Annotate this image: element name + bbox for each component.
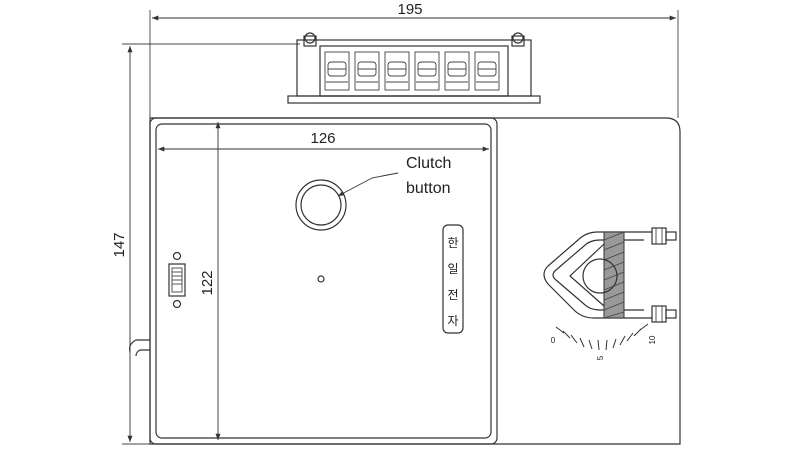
terminal-6 xyxy=(474,51,500,91)
clutch-callout: Clutch button xyxy=(337,155,451,197)
clutch-button xyxy=(295,179,347,231)
terminal-4 xyxy=(414,51,440,91)
nameplate-char-1: 한 xyxy=(447,236,458,250)
overall-height-dimension: 147 xyxy=(111,43,300,445)
center-hole xyxy=(317,275,325,283)
selector-switch xyxy=(168,251,186,309)
shaft-clamp xyxy=(543,227,677,323)
cover-height-dimension: 122 xyxy=(199,122,221,440)
actuator-housing xyxy=(149,117,681,445)
clutch-label-line2: button xyxy=(406,180,450,197)
scale-mid-label: 5 xyxy=(596,355,605,360)
cover-width-dimension: 126 xyxy=(158,130,489,152)
terminal-2 xyxy=(354,51,380,91)
terminal-block xyxy=(287,32,541,104)
nameplate-char-4: 자 xyxy=(447,314,458,328)
overall-width-label: 195 xyxy=(397,1,422,18)
terminal-3 xyxy=(384,51,410,91)
nameplate: 한 일 전 자 xyxy=(442,224,464,334)
terminal-1 xyxy=(324,51,350,91)
cover-plate xyxy=(149,117,498,445)
scale-min-label: 0 xyxy=(551,336,556,345)
cover-width-label: 126 xyxy=(310,130,335,147)
angle-scale: 0 5 10 xyxy=(551,323,657,360)
terminal-5 xyxy=(444,51,470,91)
clutch-label-line1: Clutch xyxy=(406,155,451,172)
overall-height-label: 147 xyxy=(111,232,128,257)
cable-stub xyxy=(129,339,150,357)
cover-height-label: 122 xyxy=(199,270,216,295)
nameplate-char-2: 일 xyxy=(447,262,458,276)
scale-max-label: 10 xyxy=(648,335,657,344)
overall-width-dimension: 195 xyxy=(149,1,679,118)
nameplate-char-3: 전 xyxy=(447,288,458,302)
